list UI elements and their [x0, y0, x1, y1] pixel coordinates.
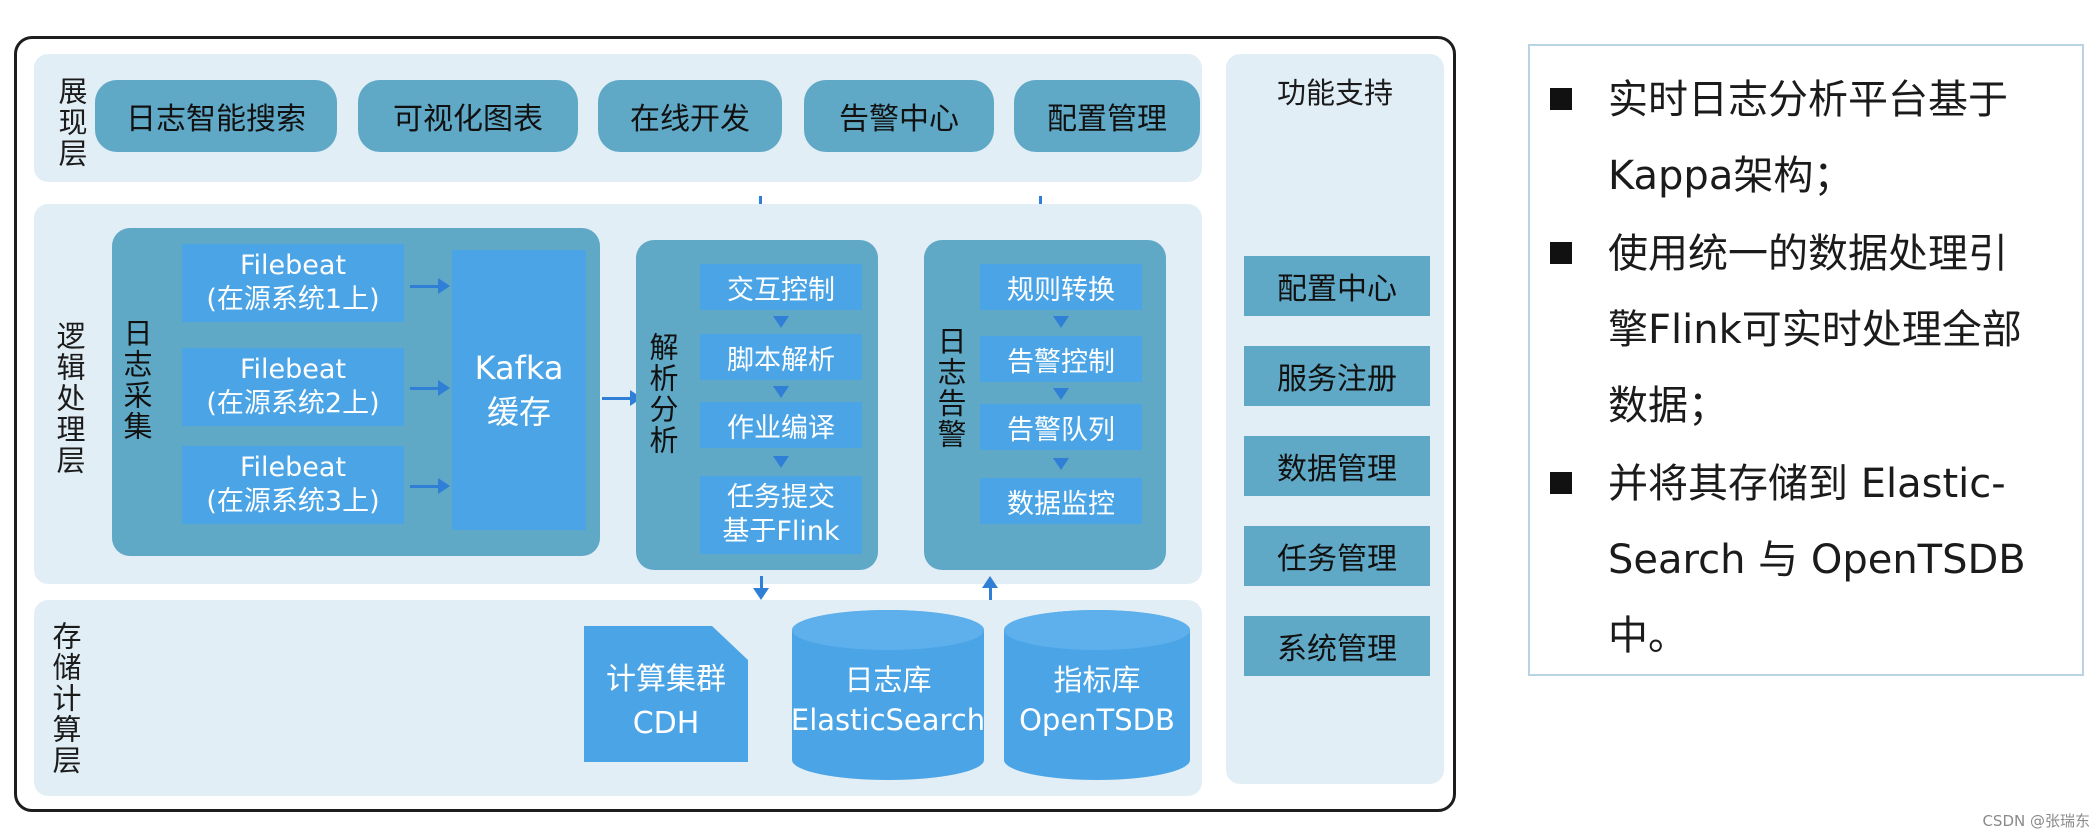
support-service-registry: 服务注册 — [1244, 346, 1430, 406]
presentation-item-online-dev: 在线开发 — [598, 80, 782, 152]
parse-arrow-2 — [773, 386, 789, 398]
support-data-management: 数据管理 — [1244, 436, 1430, 496]
compute-cluster-cdh: 计算集群 CDH — [606, 662, 726, 741]
notes-panel — [1528, 44, 2084, 676]
alert-step-control: 告警控制 — [980, 336, 1142, 382]
presentation-layer-label: 展现层 — [54, 75, 88, 169]
note-flink: 使用统一的数据处理引 擎Flink可实时处理全部 数据； — [1608, 231, 2022, 429]
kafka-cache: Kafka 缓存 — [452, 250, 586, 530]
parse-step-script: 脚本解析 — [700, 334, 862, 380]
log-alert-label: 日志告警 — [933, 326, 967, 450]
presentation-item-charts: 可视化图表 — [358, 80, 578, 152]
alert-arrow-3 — [1053, 458, 1069, 470]
parse-arrow-1 — [773, 316, 789, 328]
parse-step-interaction: 交互控制 — [700, 264, 862, 310]
logic-layer-label: 逻辑处理层 — [52, 320, 86, 476]
csdn-watermark: CSDN @张瑞东 — [1982, 812, 2090, 830]
presentation-item-log-search: 日志智能搜索 — [95, 80, 337, 152]
arrow-parse-storage-line — [760, 576, 763, 590]
parse-step-submit: 任务提交 基于Flink — [700, 476, 862, 554]
arrow-fb1-head — [438, 278, 450, 294]
alert-step-monitor: 数据监控 — [980, 478, 1142, 524]
storage-layer-label: 存储计算层 — [48, 620, 82, 776]
alert-step-queue: 告警队列 — [980, 404, 1142, 450]
note-kappa: 实时日志分析平台基于 Kappa架构； — [1608, 77, 2008, 199]
metric-db-opentsdb: 指标库 OpenTSDB — [1019, 663, 1175, 737]
presentation-item-config: 配置管理 — [1014, 80, 1200, 152]
arrow-fb2-line — [410, 387, 440, 390]
arrow-parse-storage-head — [753, 588, 769, 600]
filebeat-2: Filebeat (在源系统2上) — [182, 348, 404, 426]
alert-arrow-1 — [1053, 316, 1069, 328]
parse-analysis-label: 解析分析 — [645, 332, 679, 456]
note-bullet-2 — [1550, 242, 1572, 264]
note-storage: 并将其存储到 Elastic- Search 与 OpenTSDB 中。 — [1608, 461, 2026, 659]
support-system-management: 系统管理 — [1244, 616, 1430, 676]
log-db-elasticsearch: 日志库 ElasticSearch — [790, 663, 986, 737]
note-bullet-3 — [1550, 472, 1572, 494]
arrow-storage-alert-line — [989, 587, 992, 601]
parse-arrow-3 — [773, 456, 789, 468]
presentation-item-alert-center: 告警中心 — [804, 80, 994, 152]
log-db-cylinder — [792, 610, 984, 780]
arrow-fb3-head — [438, 478, 450, 494]
parse-step-compile: 作业编译 — [700, 402, 862, 448]
filebeat-1: Filebeat (在源系统1上) — [182, 244, 404, 322]
metric-db-cylinder — [1004, 610, 1190, 780]
arrow-storage-alert-head — [982, 576, 998, 588]
support-task-management: 任务管理 — [1244, 526, 1430, 586]
filebeat-3: Filebeat (在源系统3上) — [182, 446, 404, 524]
support-config-center: 配置中心 — [1244, 256, 1430, 316]
arrow-fb2-head — [438, 380, 450, 396]
log-collect-label: 日志采集 — [119, 318, 153, 442]
compute-cluster-shape — [584, 626, 748, 762]
alert-arrow-2 — [1053, 388, 1069, 400]
arrow-fb1-line — [410, 285, 440, 288]
note-bullet-1 — [1550, 88, 1572, 110]
function-support-title: 功能支持 — [1276, 76, 1393, 110]
alert-step-rule: 规则转换 — [980, 264, 1142, 310]
arrow-kafka-parse-line — [602, 397, 632, 400]
arrow-fb3-line — [410, 485, 440, 488]
